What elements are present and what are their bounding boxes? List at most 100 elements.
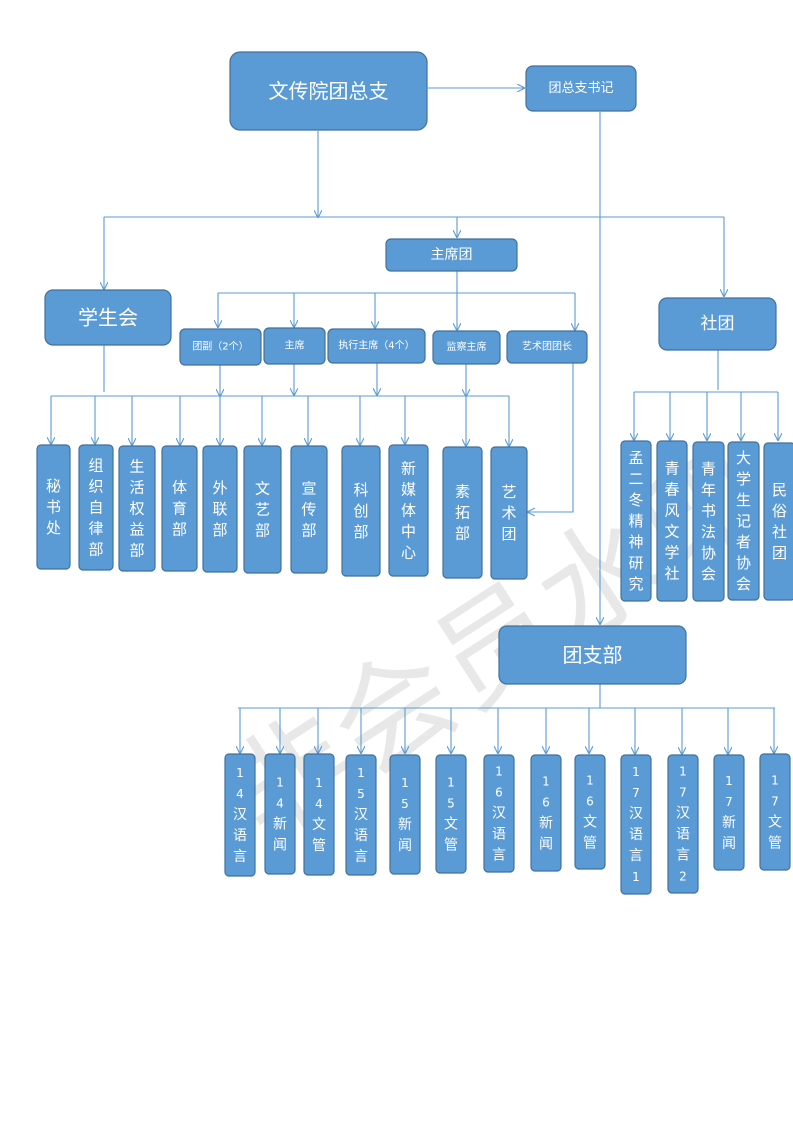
club-char: 者 [736,533,751,551]
branch-box [303,753,335,876]
branch-char: 新 [539,816,553,832]
department: 外联部 [202,445,238,573]
branch-char: 闻 [398,838,412,854]
branch-char: 新 [398,817,412,833]
club-char: 学 [664,544,679,562]
nodes: 文传院团总支团总支书记主席团学生会社团团支部团副（2个）主席执行主席（4个）监察… [36,51,793,895]
secretary-node-box [525,65,637,112]
branch-char: 语 [233,828,247,844]
club-char: 协 [701,544,716,562]
branch-char: 1 [357,766,365,780]
branch-char: 5 [357,787,365,801]
presidium-role-label: 主席 [285,339,305,352]
branch-char: 1 [401,776,409,790]
department-char: 联 [212,500,227,518]
branch-char: 7 [725,795,733,809]
branch-char: 汉 [676,806,690,822]
branch-char: 言 [676,848,690,864]
presidium-role: 监察主席 [432,330,501,365]
branch-char: 汉 [492,806,506,822]
club-char: 青 [664,460,679,478]
club-char: 生 [736,491,751,509]
student-union-node-label: 学生会 [78,306,138,330]
branch-char: 语 [354,828,368,844]
branch-char: 1 [632,765,640,779]
club-char: 社 [664,565,679,583]
department-char: 秘 [46,477,61,495]
department-char: 体 [172,479,187,497]
branch-box [667,754,699,894]
root-node-label: 文传院团总支 [269,79,389,103]
branch-box [574,754,606,870]
club-box [727,441,760,601]
club-char: 会 [701,565,716,583]
department-box [118,445,156,572]
club-box [692,441,725,602]
student-union-node-box [44,289,172,346]
branch-char: 1 [725,774,733,788]
connectors [51,88,778,754]
department: 科创部 [341,445,381,577]
club-char: 风 [664,502,679,520]
club-char: 研 [628,554,643,572]
department-char: 科 [353,481,368,499]
department-box [161,445,198,572]
club-char: 冬 [628,491,643,509]
branch-char: 管 [444,838,458,854]
branch-char: 汉 [233,807,247,823]
club-char: 法 [701,523,716,541]
branch-char: 文 [444,817,458,833]
department-char: 书 [46,498,61,516]
department-char: 文 [255,480,270,498]
club-char: 春 [664,481,679,499]
branch-box [713,754,745,871]
branch-char: 1 [447,776,455,790]
presidium-role-label: 监察主席 [447,340,487,353]
branch-char: 闻 [722,836,736,852]
presidium-role-label: 团副（2个） [192,341,248,353]
branch-box [264,753,296,875]
presidium-role-box [506,330,588,364]
department-char: 部 [455,525,470,543]
branch-char: 言 [492,848,506,864]
department-char: 织 [88,478,103,496]
department-char: 育 [172,500,187,518]
branch-char: 1 [542,775,550,789]
clubs-node: 社团 [658,297,777,351]
branch-char: 汉 [629,806,643,822]
club-char: 文 [664,523,679,541]
department-char: 拓 [455,504,470,522]
department-char: 部 [301,522,316,540]
branch-char: 新 [722,815,736,831]
branch-box [620,754,652,895]
branch-char: 6 [542,796,550,810]
branch-char: 1 [632,870,640,884]
department-char: 生 [129,458,144,476]
department: 文艺部 [243,445,282,574]
club-char: 会 [736,575,751,593]
branch-char: 1 [586,774,594,788]
department: 艺术团 [490,446,528,580]
club-box [620,440,652,602]
department-box [490,446,528,580]
club-char: 团 [772,544,787,562]
branch-char: 1 [276,776,284,790]
club-char: 书 [701,502,716,520]
department-char: 活 [129,479,144,497]
branch-char: 6 [495,786,503,800]
department-box [243,445,282,574]
department-char: 组 [88,457,103,475]
department-box [341,445,381,577]
